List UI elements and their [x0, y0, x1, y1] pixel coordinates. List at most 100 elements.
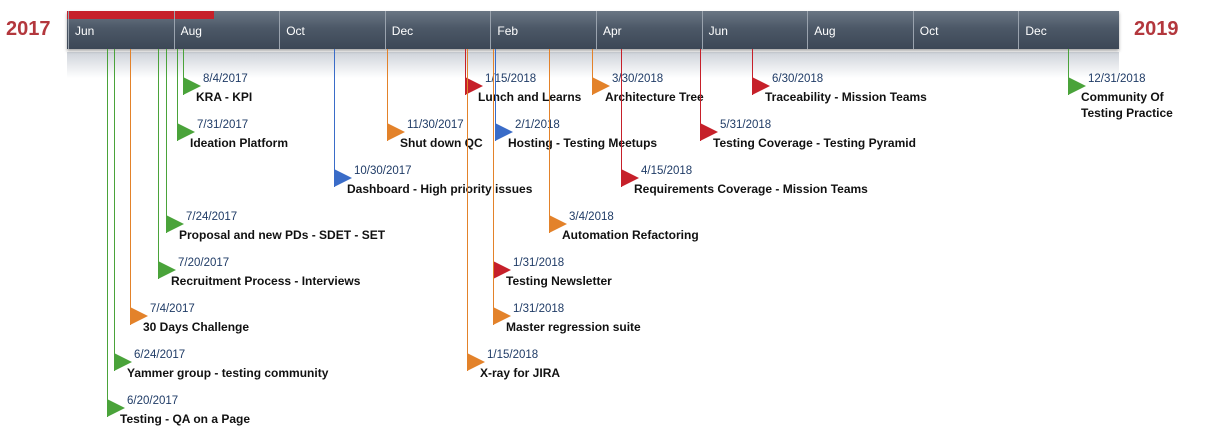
month-label: Dec	[391, 24, 414, 38]
milestone-flag-icon	[387, 123, 405, 141]
milestone-stem	[166, 49, 167, 233]
month-tick: Jun	[68, 11, 94, 49]
milestone-flag-icon	[158, 261, 176, 279]
milestone-label: Master regression suite	[506, 320, 641, 334]
month-tick: Jun	[701, 11, 728, 49]
milestone-label: Yammer group - testing community	[127, 366, 329, 380]
month-label: Dec	[1025, 24, 1047, 38]
milestone-label: Proposal and new PDs - SDET - SET	[179, 228, 386, 242]
milestone-date: 6/30/2018	[772, 73, 824, 85]
milestone-label: Automation Refactoring	[562, 228, 699, 242]
milestone-date: 1/15/2018	[487, 349, 539, 361]
month-label: Aug	[814, 24, 836, 38]
milestone-stem	[130, 49, 131, 325]
milestone-date: 11/30/2017	[407, 119, 464, 131]
milestone-flag-icon	[130, 307, 148, 325]
milestone-label: Community Of Testing Practice	[1081, 90, 1173, 120]
milestone-date: 12/31/2018	[1088, 73, 1146, 85]
milestone-stem	[114, 49, 115, 371]
milestone-flag-icon	[465, 77, 483, 95]
milestone-stem	[107, 49, 108, 417]
milestone-label: Testing Newsletter	[506, 274, 612, 288]
month-tick: Oct	[912, 11, 938, 49]
milestone-flag-icon	[334, 169, 352, 187]
milestone-flag-icon	[1068, 77, 1086, 95]
month-label: Jun	[708, 24, 728, 38]
milestone-stem	[177, 49, 178, 141]
milestone-label: Requirements Coverage - Mission Teams	[634, 182, 868, 196]
milestone-stem	[549, 49, 550, 233]
milestone-flag-icon	[621, 169, 639, 187]
progress-indicator	[67, 11, 215, 19]
end-year: 2019	[1134, 18, 1179, 40]
milestone-label: 30 Days Challenge	[143, 320, 250, 334]
milestone-date: 1/31/2018	[513, 303, 565, 315]
milestone-flag-icon	[166, 215, 184, 233]
milestone-date: 3/4/2018	[569, 211, 614, 223]
milestone-stem	[700, 49, 701, 141]
milestone-date: 3/30/2018	[612, 73, 664, 85]
month-tick: Feb	[490, 11, 518, 49]
timeline-bar-reflection	[67, 52, 1119, 78]
milestone-flag-icon	[114, 353, 132, 371]
milestone-label: Testing - QA on a Page	[120, 412, 251, 426]
milestone-date: 7/31/2017	[197, 119, 249, 131]
milestone-label: Traceability - Mission Teams	[765, 90, 927, 104]
milestone-stem	[621, 49, 622, 187]
milestone-date: 5/31/2018	[720, 119, 772, 131]
milestone-stem	[493, 49, 494, 325]
milestone-flag-icon	[107, 399, 125, 417]
milestone-stem	[495, 49, 496, 141]
milestone-label: KRA - KPI	[196, 90, 253, 104]
milestone-stem	[467, 49, 468, 371]
milestone-stem	[752, 49, 753, 95]
milestone-flag-icon	[700, 123, 718, 141]
month-tick: Oct	[279, 11, 305, 49]
milestone-label: X-ray for JIRA	[480, 366, 561, 380]
milestone-stem	[158, 49, 159, 279]
milestone-date: 8/4/2017	[203, 73, 248, 85]
milestone-date: 7/20/2017	[178, 257, 230, 269]
month-label: Oct	[919, 24, 939, 38]
milestone-label: Ideation Platform	[190, 136, 289, 150]
milestone-flag-icon	[183, 77, 201, 95]
milestone-stem	[465, 49, 466, 95]
milestone-label: Recruitment Process - Interviews	[171, 274, 361, 288]
milestone-flag-icon	[752, 77, 770, 95]
month-tick: Aug	[173, 11, 202, 49]
milestone-stem	[592, 49, 593, 95]
milestone-flag-icon	[493, 307, 511, 325]
month-tick: Dec	[384, 11, 413, 49]
milestone-stem	[183, 49, 184, 95]
milestone-flag-icon	[549, 215, 567, 233]
milestone-stem	[334, 49, 335, 187]
milestone-stem	[387, 49, 388, 141]
month-label: Feb	[497, 24, 519, 38]
milestone-label: Lunch and Learns	[478, 90, 582, 104]
milestone-label: Dashboard - High priority issues	[347, 182, 533, 196]
month-tick: Dec	[1018, 11, 1047, 49]
timeline-bar	[67, 11, 1119, 49]
milestone-date: 7/4/2017	[150, 303, 195, 315]
milestone-date: 1/31/2018	[513, 257, 565, 269]
milestone-label: Architecture Tree	[605, 90, 704, 104]
milestone-date: 6/24/2017	[134, 349, 186, 361]
start-year: 2017	[6, 18, 51, 40]
milestone-label: Hosting - Testing Meetups	[508, 136, 658, 150]
milestone-flag-icon	[592, 77, 610, 95]
milestone-flag-icon	[467, 353, 485, 371]
milestone-date: 4/15/2018	[641, 165, 693, 177]
month-label: Apr	[603, 24, 622, 38]
milestone-stem	[1068, 49, 1069, 95]
month-tick: Aug	[807, 11, 836, 49]
month-label: Oct	[286, 24, 305, 38]
milestone-label: Shut down QC	[400, 136, 483, 150]
milestone-date: 10/30/2017	[354, 165, 412, 177]
milestone-date: 2/1/2018	[515, 119, 560, 131]
month-tick: Apr	[596, 11, 622, 49]
milestone-date: 1/15/2018	[485, 73, 537, 85]
milestone-label: Testing Coverage - Testing Pyramid	[713, 136, 916, 150]
month-label: Jun	[75, 24, 95, 38]
milestone-date: 7/24/2017	[186, 211, 238, 223]
